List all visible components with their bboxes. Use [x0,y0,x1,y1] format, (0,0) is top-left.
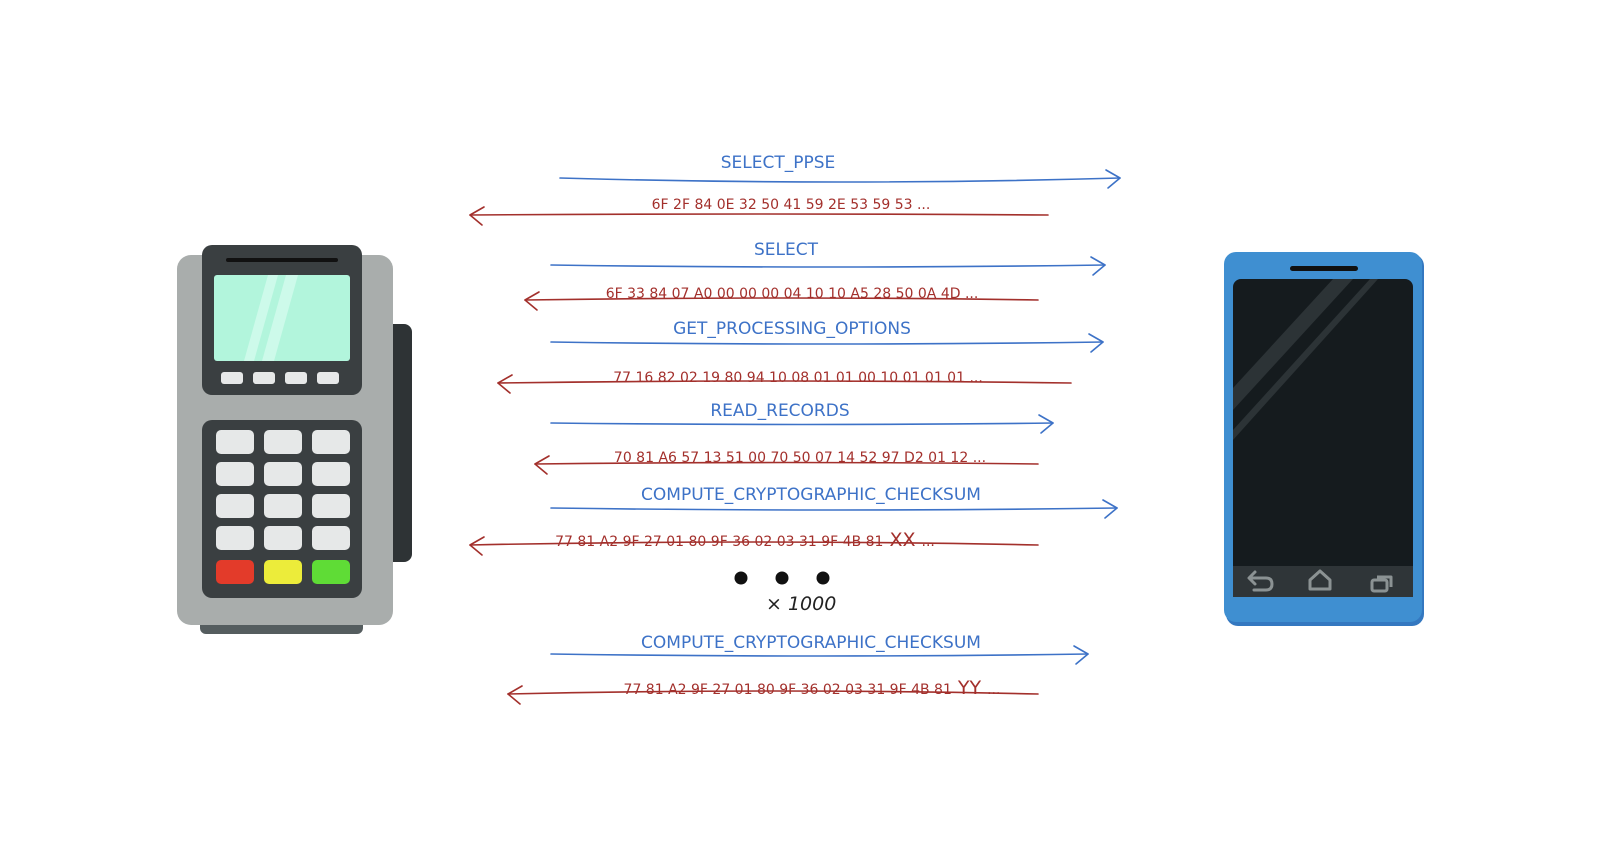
arrowhead [1073,645,1089,665]
response-label: 70 81 A6 57 13 51 00 70 50 07 14 52 97 D… [614,450,986,466]
arrowhead [1102,499,1118,519]
keypad-key [264,430,302,454]
response-message: 6F 2F 84 0E 32 50 41 59 2E 53 59 53 ... [469,197,1049,226]
phone-screen-glare [1233,279,1353,410]
phone-screen-glare [1233,279,1378,440]
screen-glare [244,275,278,361]
command-message: SELECT_PPSE [559,153,1121,189]
response-label: 77 16 82 02 19 80 94 10 08 01 01 00 10 0… [613,370,983,386]
soft-key [253,372,275,384]
response-arrow [469,213,1049,216]
keypad-key [312,430,350,454]
arrowhead [507,685,523,705]
response-message: 6F 33 84 07 A0 00 00 00 04 10 10 A5 28 5… [524,286,1039,311]
command-arrow [550,507,1118,511]
response-arrow [534,461,1039,465]
soft-key [285,372,307,384]
arrowhead [469,206,485,226]
keypad-key [264,526,302,550]
response-message: 77 81 A2 9F 27 01 80 9F 36 02 03 31 9F 4… [469,529,1039,556]
cancel-key [216,560,254,584]
enter-key [312,560,350,584]
response-arrow [507,690,1039,695]
keypad-key [264,494,302,518]
command-label: GET_PROCESSING_OPTIONS [673,319,911,339]
command-arrow [550,653,1089,657]
arrowhead [524,291,540,311]
screen-glare [262,275,298,361]
clear-key [264,560,302,584]
keypad-key [312,494,350,518]
repeat-indicator: × 1000 [734,571,836,615]
final-message-sequence: COMPUTE_CRYPTOGRAPHIC_CHECKSUM 77 81 A2 9… [507,633,1089,705]
response-message: 70 81 A6 57 13 51 00 70 50 07 14 52 97 D… [534,450,1039,475]
command-label: COMPUTE_CRYPTOGRAPHIC_CHECKSUM [641,633,981,653]
response-arrow [497,380,1072,384]
command-arrow [550,264,1106,268]
command-arrow [550,341,1104,345]
receipt-slot [226,258,338,262]
ellipsis-dot [816,571,830,585]
ellipsis-dot [734,571,748,585]
command-arrow [559,177,1121,183]
home-icon [1308,569,1332,591]
arrowhead [497,374,513,394]
smartphone-icon [1224,252,1424,626]
command-label: SELECT [754,240,819,260]
command-arrow [550,422,1054,426]
keypad-key [216,462,254,486]
arrowhead [534,455,550,475]
keypad-key [312,462,350,486]
command-message: GET_PROCESSING_OPTIONS [550,319,1104,353]
response-arrow [524,297,1039,301]
command-label: SELECT_PPSE [721,153,836,173]
keypad [216,430,350,584]
ellipsis-dot [775,571,789,585]
response-label: 6F 33 84 07 A0 00 00 00 04 10 10 A5 28 5… [606,286,979,302]
response-label: 6F 2F 84 0E 32 50 41 59 2E 53 59 53 ... [652,197,931,213]
keypad-key [216,526,254,550]
response-message: 77 16 82 02 19 80 94 10 08 01 01 00 10 0… [497,370,1072,394]
keypad-key [312,526,350,550]
response-label: 77 81 A2 9F 27 01 80 9F 36 02 03 31 9F 4… [624,677,1001,699]
phone-screen [1233,279,1413,597]
arrowhead [1105,169,1121,189]
response-message: 77 81 A2 9F 27 01 80 9F 36 02 03 31 9F 4… [507,677,1039,705]
soft-key [221,372,243,384]
response-arrow [469,541,1039,546]
command-message: COMPUTE_CRYPTOGRAPHIC_CHECKSUM [550,633,1089,665]
repeat-count-label: × 1000 [766,593,836,615]
command-label: READ_RECORDS [710,401,849,421]
command-message: SELECT [550,240,1106,276]
arrowhead [1090,256,1106,276]
keypad-key [216,430,254,454]
arrowhead [469,536,485,556]
command-message: READ_RECORDS [550,401,1054,434]
response-label: 77 81 A2 9F 27 01 80 9F 36 02 03 31 9F 4… [555,529,935,551]
payment-terminal-icon [177,245,412,634]
keypad-key [216,494,254,518]
soft-key [317,372,339,384]
keypad-key [264,462,302,486]
command-label: COMPUTE_CRYPTOGRAPHIC_CHECKSUM [641,485,981,505]
phone-speaker [1290,266,1358,271]
command-message: COMPUTE_CRYPTOGRAPHIC_CHECKSUM [550,485,1118,519]
back-icon [1247,570,1274,592]
arrowhead [1088,333,1104,353]
arrowhead [1038,414,1054,434]
recent-apps-icon [1370,575,1393,593]
message-sequence: SELECT_PPSE 6F 2F 84 0E 32 50 41 59 2E 53… [469,153,1121,556]
